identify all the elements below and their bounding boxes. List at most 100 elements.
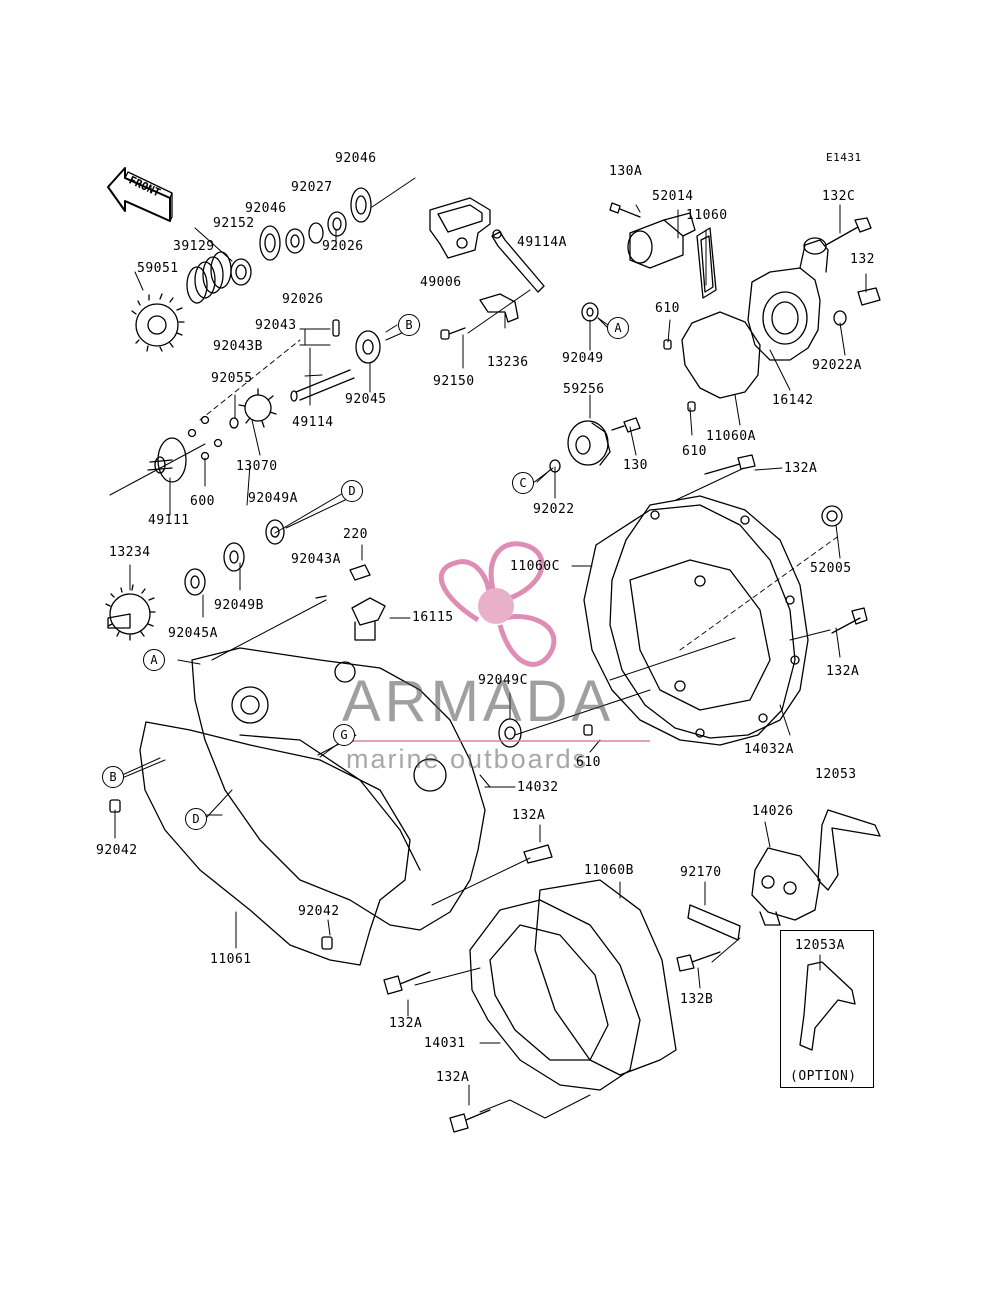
part-label: 132C — [822, 189, 856, 204]
bearing-92046-top — [350, 187, 372, 223]
callout-g: G — [333, 724, 355, 746]
part-label: 92043B — [213, 339, 263, 354]
part-label: 12053 — [815, 767, 857, 782]
housing-49006 — [429, 197, 491, 259]
gasket-11060C — [583, 504, 796, 746]
part-label: 49114A — [517, 235, 567, 250]
impeller-59256 — [567, 420, 611, 466]
callout-b-upper: B — [398, 314, 420, 336]
part-label: 92049C — [478, 673, 528, 688]
washer-92026-b — [308, 222, 324, 244]
part-label: 600 — [190, 494, 215, 509]
callout-c-upper: C — [512, 472, 534, 494]
pin-92043A — [315, 595, 327, 599]
water-pump-cover-16142 — [747, 237, 829, 361]
dowel-610-a — [663, 339, 672, 350]
bolt-130 — [611, 417, 641, 433]
washer-92022 — [549, 459, 561, 473]
part-label: 16142 — [772, 393, 814, 408]
bracket-12053A — [799, 961, 856, 1051]
bracket-14026 — [751, 847, 821, 926]
shaft-49114A — [491, 229, 545, 293]
plug-220 — [349, 564, 371, 581]
balls-600 — [187, 415, 223, 461]
part-label: 49006 — [420, 275, 462, 290]
part-label: 132A — [784, 461, 818, 476]
part-label: 220 — [343, 527, 368, 542]
washer-92026-c — [327, 211, 347, 237]
pin-92043 — [332, 319, 340, 337]
spring-39129 — [186, 251, 232, 304]
part-label: 92152 — [213, 216, 255, 231]
part-label: 92022A — [812, 358, 862, 373]
part-label: 92046 — [335, 151, 377, 166]
seal-52005 — [821, 505, 843, 527]
bolt-132A-c — [523, 844, 553, 864]
starter-gear-59051 — [131, 293, 185, 352]
part-label: 610 — [655, 301, 680, 316]
part-label: 14032 — [517, 780, 559, 795]
bolt-92150 — [440, 327, 466, 340]
washer-92026-a — [285, 228, 305, 254]
fitting-52014 — [627, 212, 696, 269]
part-label: 92150 — [433, 374, 475, 389]
bolt-132A-d — [383, 971, 431, 995]
part-label: 14031 — [424, 1036, 466, 1051]
bearing-92046 — [259, 225, 281, 261]
part-label: 11061 — [210, 952, 252, 967]
callout-d-lower: D — [185, 808, 207, 830]
watermark-tagline: marine outboards — [346, 744, 589, 774]
dowel-92042-b — [321, 936, 333, 950]
part-label: 52005 — [810, 561, 852, 576]
part-label: 59256 — [563, 382, 605, 397]
part-label: 92042 — [298, 904, 340, 919]
gasket-11060A — [681, 311, 761, 399]
option-box — [780, 930, 874, 1088]
part-label: 132A — [389, 1016, 423, 1031]
part-label: 12053A — [795, 938, 845, 953]
callout-d-upper: D — [341, 480, 363, 502]
part-label: 16115 — [412, 610, 454, 625]
dowel-610-c — [583, 724, 593, 736]
oring-92055 — [229, 417, 239, 429]
diagram-code: E1431 — [826, 151, 862, 164]
part-label: 13234 — [109, 545, 151, 560]
part-label: 11060C — [510, 559, 560, 574]
cover-14031 — [469, 899, 641, 1091]
part-label: 92043A — [291, 552, 341, 567]
part-label: 92049A — [248, 491, 298, 506]
lever-13236 — [479, 293, 519, 323]
dowel-610-b — [687, 401, 696, 412]
option-label: (OPTION) — [790, 1069, 857, 1084]
part-label: 130A — [609, 164, 643, 179]
part-label: 49114 — [292, 415, 334, 430]
part-label: 610 — [576, 755, 601, 770]
bolt-130A — [609, 202, 641, 218]
part-label: 92049B — [214, 598, 264, 613]
callout-b-lower: B — [102, 766, 124, 788]
part-label: 92049 — [562, 351, 604, 366]
part-label: 14032A — [744, 742, 794, 757]
bracket-12053 — [817, 809, 881, 891]
part-label: 13236 — [487, 355, 529, 370]
bolt-132A-a — [704, 454, 756, 475]
washer-92049 — [581, 302, 599, 322]
part-label: 132B — [680, 992, 714, 1007]
part-label: 92045 — [345, 392, 387, 407]
watermark-brand: ARMADA — [342, 669, 615, 734]
part-label: 92042 — [96, 843, 138, 858]
part-label: 92022 — [533, 502, 575, 517]
plug-132 — [857, 287, 881, 306]
part-label: 92043 — [255, 318, 297, 333]
part-label: 13070 — [236, 459, 278, 474]
impeller-13070 — [238, 388, 277, 428]
callout-a-upper: A — [607, 317, 629, 339]
part-label: 11060B — [584, 863, 634, 878]
gasket-11061 — [139, 721, 411, 966]
part-label: 92170 — [680, 865, 722, 880]
dowel-92042-a — [109, 799, 121, 813]
part-label: 92045A — [168, 626, 218, 641]
bearing-92049C — [498, 718, 522, 748]
bearing-92045 — [355, 330, 381, 364]
